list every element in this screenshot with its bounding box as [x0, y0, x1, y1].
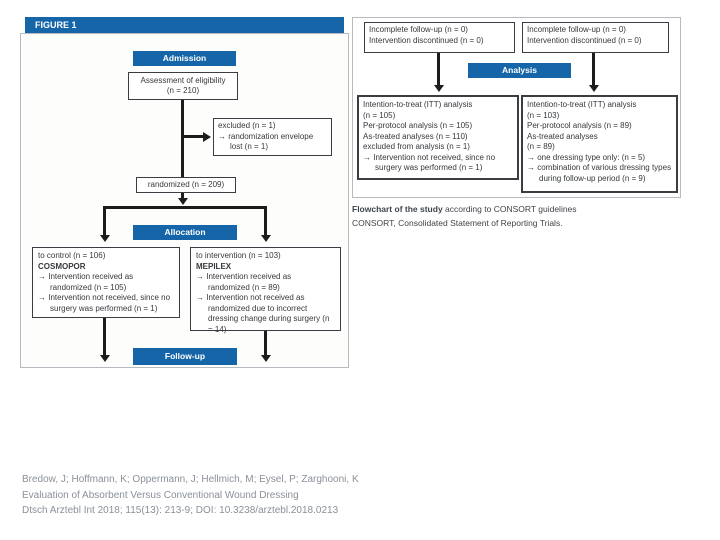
control-header: to control (n = 106): [38, 251, 106, 260]
arrow-right-icon: [203, 131, 211, 142]
assessment-box: Assessment of eligibility (n = 210): [128, 72, 238, 100]
control-item: → Intervention not received, since no su…: [38, 293, 171, 313]
arrow-down-icon: [260, 355, 271, 362]
incomplete-followup-right-box: Incomplete follow-up (n = 0) Interventio…: [522, 22, 669, 53]
control-allocation-box: to control (n = 106) COSMOPOR → Interven…: [32, 247, 180, 318]
figure-title: FIGURE 1: [35, 20, 77, 30]
analysis-left-line: excluded from analysis (n = 1): [363, 142, 470, 151]
randomized-label: randomized (n = 209): [147, 179, 225, 189]
connector-line: [103, 318, 106, 356]
analysis-left-item: → Intervention not received, since no su…: [363, 152, 496, 173]
arrow-down-icon: [433, 85, 444, 92]
citation-authors: Bredow, J; Hoffmann, K; Oppermann, J; He…: [22, 474, 359, 485]
caption-line2: CONSORT, Consolidated Statement of Repor…: [352, 218, 563, 228]
analysis-right-item: → one dressing type only: (n = 5): [527, 152, 646, 162]
control-item: → Intervention received as randomized (n…: [38, 272, 134, 292]
intervention-header: to intervention (n = 103): [196, 251, 281, 260]
excluded-item: → randomization envelope lost (n = 1): [218, 131, 314, 152]
assessment-line2: (n = 210): [166, 86, 200, 95]
analysis-right-line: Per-protocol analysis (n = 89): [527, 121, 632, 130]
analysis-right-item: → combination of various dressing types …: [527, 163, 672, 183]
intervention-item: → Intervention not received as randomize…: [196, 293, 330, 334]
connector-line: [592, 53, 595, 86]
analysis-stage-bar: Analysis: [468, 63, 571, 78]
connector-line: [437, 53, 440, 86]
intervention-product: MEPILEX: [196, 261, 232, 271]
assessment-line1: Assessment of eligibility: [140, 75, 226, 85]
itt-analysis-right-box: Intention-to-treat (ITT) analysis (n = 1…: [521, 95, 678, 193]
allocation-stage-bar: Allocation: [133, 225, 237, 240]
arrow-down-icon: [588, 85, 599, 92]
randomized-box: randomized (n = 209): [136, 177, 236, 193]
intervention-allocation-box: to intervention (n = 103) MEPILEX → Inte…: [190, 247, 341, 334]
figure-caption: Flowchart of the study according to CONS…: [352, 202, 682, 230]
analysis-left-line: As-treated analyses (n = 110): [363, 131, 468, 141]
excluded-box: excluded (n = 1) → randomization envelop…: [213, 118, 332, 156]
itt-analysis-left-box: Intention-to-treat (ITT) analysis (n = 1…: [357, 95, 519, 180]
incomplete-right-line1: Incomplete follow-up (n = 0): [527, 25, 626, 34]
connector-line: [184, 135, 203, 138]
incomplete-followup-left-box: Incomplete follow-up (n = 0) Interventio…: [364, 22, 515, 53]
control-product: COSMOPOR: [38, 261, 86, 271]
arrow-down-icon: [260, 235, 271, 242]
caption-line1: Flowchart of the study according to CONS…: [352, 202, 682, 216]
figure-title-bar: FIGURE 1: [25, 17, 344, 33]
analysis-right-line: (n = 103): [527, 110, 560, 120]
connector-line: [103, 206, 267, 209]
connector-line: [181, 193, 184, 199]
citation-title: Evaluation of Absorbent Versus Conventio…: [22, 489, 299, 501]
caption-bold: Flowchart of the study: [352, 204, 443, 214]
arrow-down-icon: [99, 355, 110, 362]
incomplete-left-line1: Incomplete follow-up (n = 0): [369, 25, 468, 34]
incomplete-left-line2: Intervention discontinued (n = 0): [369, 35, 484, 45]
analysis-left-line: Per-protocol analysis (n = 105): [363, 121, 473, 130]
follow-up-stage-bar: Follow-up: [133, 348, 237, 365]
connector-line: [181, 100, 184, 177]
incomplete-right-line2: Intervention discontinued (n = 0): [527, 35, 642, 45]
citation: Bredow, J; Hoffmann, K; Oppermann, J; He…: [22, 472, 442, 519]
analysis-left-line: (n = 105): [363, 110, 396, 120]
connector-line: [264, 331, 267, 356]
intervention-item: → Intervention received as randomized (n…: [196, 272, 292, 292]
analysis-left-line: Intention-to-treat (ITT) analysis: [363, 100, 473, 109]
excluded-line1: excluded (n = 1): [218, 121, 276, 130]
analysis-right-line: As-treated analyses: [527, 131, 598, 141]
arrow-down-icon: [99, 235, 110, 242]
citation-source: Dtsch Arztebl Int 2018; 115(13): 213-9; …: [22, 505, 339, 516]
analysis-right-line: (n = 89): [527, 142, 555, 151]
connector-line: [103, 206, 106, 236]
connector-line: [264, 206, 267, 236]
analysis-right-line: Intention-to-treat (ITT) analysis: [527, 100, 637, 109]
caption-rest: according to CONSORT guidelines: [442, 204, 577, 214]
arrow-down-icon: [177, 198, 188, 205]
admission-stage-bar: Admission: [133, 51, 236, 66]
